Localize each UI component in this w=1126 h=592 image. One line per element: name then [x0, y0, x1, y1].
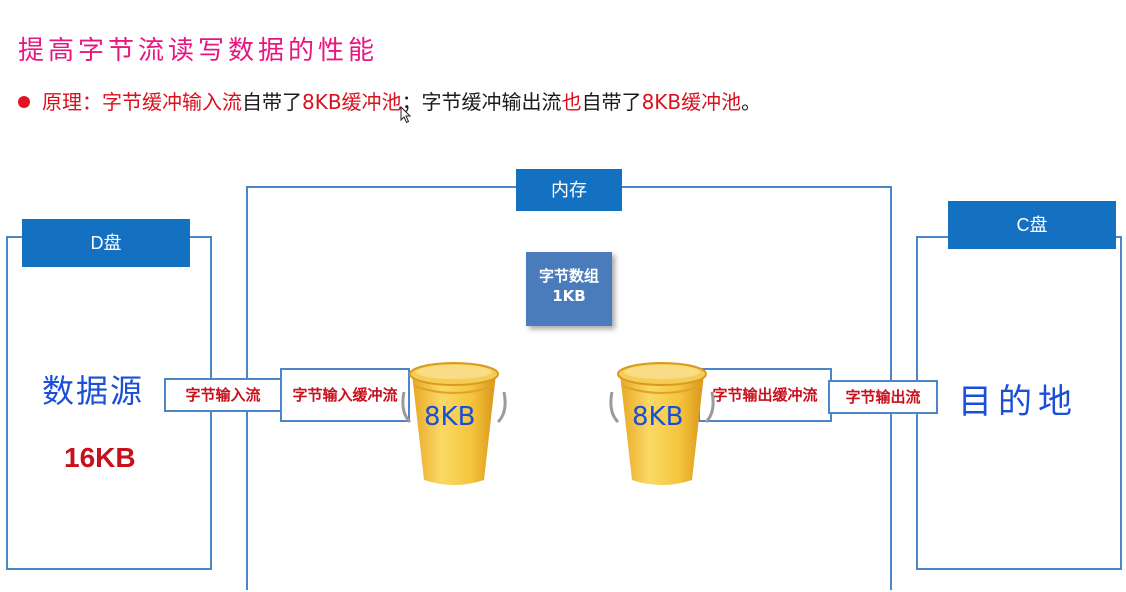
memory-label: 内存	[516, 169, 622, 211]
byte-input-stream-box: 字节输入流	[164, 378, 282, 412]
buffered-input-stream-box: 字节输入缓冲流	[280, 368, 410, 422]
byte-array-label: 字节数组	[538, 267, 599, 285]
byte-output-stream-box: 字节输出流	[828, 380, 938, 414]
destination-text: 目的地	[958, 382, 1078, 422]
c-disk-label: C盘	[948, 201, 1116, 249]
byte-array-size: 1KB	[552, 287, 586, 305]
byte-array-box: 字节数组 1KB	[526, 252, 612, 326]
principle-text-7: 8KB缓冲池	[641, 90, 742, 114]
right-bucket-icon	[609, 362, 715, 485]
page-title: 提高字节流读写数据的性能	[18, 36, 379, 66]
principle-text-6: 自带了	[581, 90, 642, 114]
principle-text-8: 。	[741, 90, 762, 114]
principle-text-4: ；字节缓冲输出流	[401, 90, 562, 114]
bullet-dot	[18, 95, 30, 108]
source-size: 16KB	[64, 442, 136, 473]
principle-text-1: 原理：字节缓冲输入流	[42, 90, 242, 114]
buffered-output-stream-box: 字节输出缓冲流	[698, 368, 832, 422]
left-bucket-icon	[401, 362, 507, 485]
principle-text-2: 自带了	[242, 90, 302, 114]
right-bucket-label: 8KB	[632, 402, 684, 432]
left-bucket-label: 8KB	[424, 402, 476, 432]
d-disk-label: D盘	[22, 219, 190, 267]
mouse-cursor-icon	[400, 106, 412, 124]
principle-text-3: 8KB缓冲池	[302, 90, 402, 114]
principle-text-5: 也	[561, 90, 582, 114]
source-text: 数据源	[42, 372, 145, 410]
principle-line: 原理：字节缓冲输入流自带了8KB缓冲池；字节缓冲输出流也自带了8KB缓冲池。	[18, 86, 761, 115]
